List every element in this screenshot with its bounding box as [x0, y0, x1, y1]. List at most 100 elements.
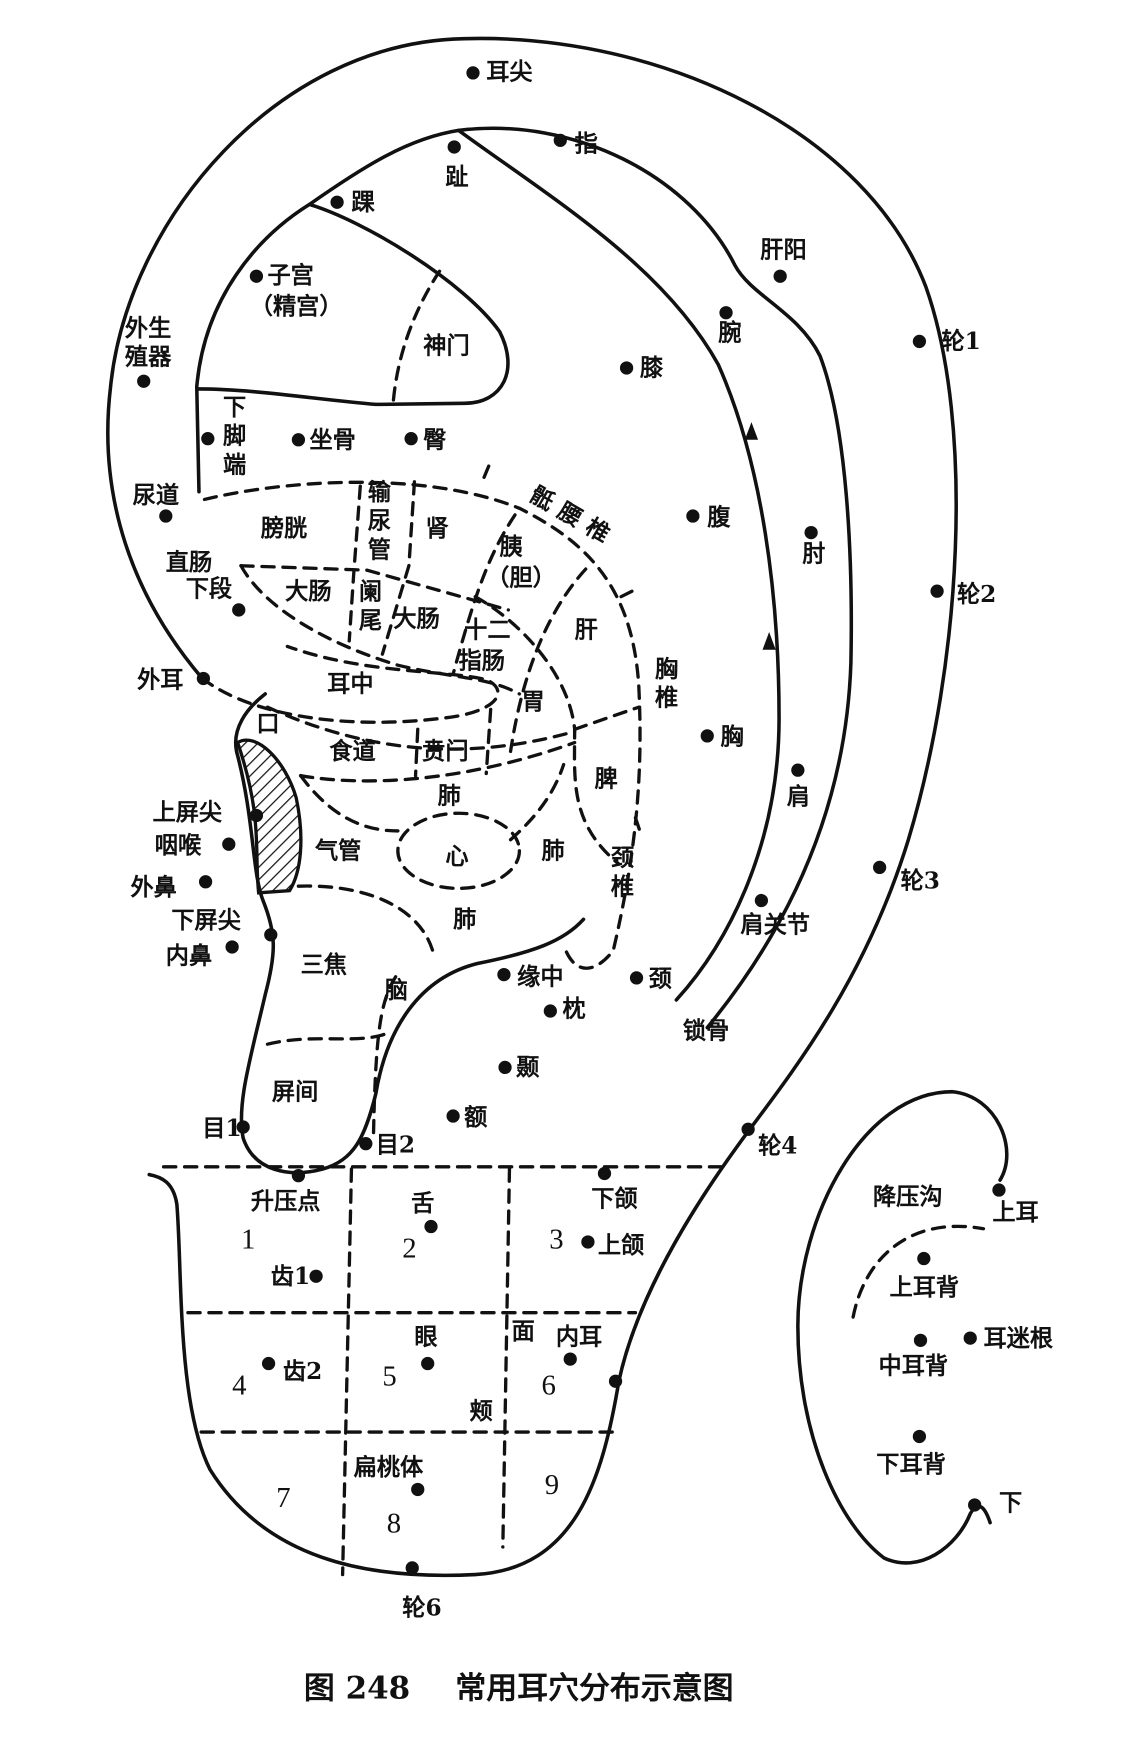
label-jinggong: （精宫）	[250, 293, 343, 320]
label-sanjiao: 三焦	[301, 951, 347, 978]
acupoint-dot-shengyadian	[291, 1169, 306, 1183]
label-niaodao: 尿道	[133, 482, 179, 509]
label-shanghe: 上颌	[598, 1232, 644, 1259]
label-zhongerbei: 中耳背	[879, 1352, 949, 1379]
acupoint-dot-zhou	[804, 525, 818, 540]
lobe-section-4: 4	[232, 1369, 246, 1401]
acupoint-dot-zuogu	[291, 433, 306, 447]
acupoint-dots	[137, 66, 1006, 1575]
label-shengyadian: 升压点	[251, 1188, 321, 1215]
label-neibi: 内鼻	[166, 943, 212, 970]
label-erzhong: 耳中	[327, 671, 373, 698]
label-fei3: 肺	[453, 906, 476, 933]
label-yan: 眼	[414, 1324, 438, 1351]
label-mu1: 目1	[202, 1115, 241, 1142]
label-zhichang: 直肠	[166, 549, 212, 576]
ear-back	[796, 1089, 1009, 1565]
label-xiapingjian: 下屏尖	[171, 907, 241, 934]
acupoint-dot-xiaerbei	[912, 1429, 927, 1444]
acupoint-dot	[608, 1374, 623, 1388]
arrow-up-icon	[762, 632, 776, 650]
label-lun2: 轮2	[957, 581, 996, 608]
label-chi2: 齿2	[283, 1358, 322, 1385]
label-shenmen: 神门	[423, 333, 469, 360]
label-zhi_toe: 趾	[445, 164, 468, 191]
label-shangpingjian: 上屏尖	[153, 799, 223, 826]
acupoint-dot-mu2	[359, 1137, 373, 1151]
label-wei: 胃	[522, 688, 545, 715]
label-mu2: 目2	[376, 1131, 415, 1158]
label-lun1: 轮1	[942, 328, 981, 355]
label-zigong: 子宫	[267, 262, 313, 289]
acupoint-dot-xia	[968, 1498, 982, 1512]
label-zhou: 肘	[802, 540, 825, 567]
label-zhen: 枕	[563, 996, 586, 1023]
acupoint-dot-jian	[791, 763, 805, 777]
acupoint-dot-xiong	[700, 729, 714, 743]
acupoint-dot-chi2	[261, 1356, 276, 1371]
label-waisheng: 外生	[125, 315, 171, 342]
figure-caption: 图 248 常用耳穴分布示意图	[304, 1670, 734, 1706]
label-lun3: 轮3	[901, 867, 940, 894]
label-shen: 肾	[425, 515, 449, 542]
acupoint-dot-e	[446, 1109, 460, 1123]
jiangya-groove	[851, 1224, 986, 1319]
acupoint-dot-neier	[563, 1352, 577, 1366]
label-jia: 颊	[470, 1398, 493, 1425]
label-zhi: 指	[575, 130, 598, 157]
label-pingjian: 屏间	[272, 1078, 318, 1105]
helix-outer-edge	[106, 36, 958, 1578]
acupoint-dot-niaodao	[159, 509, 173, 523]
label-xiong: 胸	[721, 724, 744, 751]
triangular-fossa	[197, 202, 510, 407]
label-dachang1: 大肠	[285, 578, 331, 605]
acupoint-dot-lun6	[405, 1561, 419, 1575]
label-fei1: 肺	[438, 782, 461, 809]
zone-boundaries	[200, 269, 643, 1135]
label-biantaoti: 扁桃体	[354, 1454, 424, 1481]
acupoint-dot-yuanzhong	[497, 967, 511, 982]
acupoint-dot-xiapingjian	[264, 928, 278, 942]
label-shangerbei: 上耳背	[890, 1274, 960, 1301]
acupoint-dot-xiaduan	[232, 603, 246, 617]
acupoint-dot-wan	[719, 306, 733, 320]
label-waier: 外耳	[137, 666, 183, 693]
label-shanger: 上耳	[992, 1199, 1038, 1226]
lobe-section-6: 6	[542, 1369, 556, 1401]
label-xi: 膝	[640, 355, 664, 382]
label-xin: 心	[445, 843, 468, 870]
label-jingzhui: 颈椎	[606, 845, 634, 902]
label-mian: 面	[512, 1318, 535, 1345]
acupoint-dot-shangpingjian	[249, 808, 264, 823]
lobe-section-3: 3	[549, 1224, 563, 1256]
acupoint-dot-lun2	[930, 584, 944, 598]
acupoint-dot-jing	[629, 971, 644, 985]
ear-outline	[106, 36, 958, 1578]
acupoint-dot-nie	[498, 1060, 512, 1075]
caption-title: 常用耳穴分布示意图	[455, 1670, 733, 1706]
label-pangguang: 膀胱	[261, 515, 307, 542]
acupoint-dot-zhen	[543, 1004, 557, 1018]
ear-back-outline	[796, 1089, 1009, 1565]
label-zhichang2: 指肠	[459, 648, 505, 675]
acupoint-dot-ganyang	[773, 269, 787, 283]
label-yi: 胰	[499, 534, 523, 561]
label-benmen: 贲门	[422, 738, 468, 765]
acupoint-dot-yanhou	[222, 837, 236, 851]
label-shier: 十二	[464, 617, 510, 644]
acupoint-dot-ermigen	[963, 1331, 977, 1345]
label-nao: 脑	[385, 977, 408, 1004]
acupoint-dot-mu1	[236, 1120, 250, 1134]
label-xiaduan: 下段	[186, 576, 233, 603]
label-jing: 颈	[649, 966, 672, 993]
tragus-hatched	[235, 738, 303, 895]
label-qiguan: 气管	[314, 838, 361, 865]
label-ganyang: 肝阳	[760, 236, 806, 263]
label-jian: 肩	[787, 783, 810, 810]
acupoint-dot-shanger	[992, 1183, 1006, 1197]
acupoint-dot-tun	[404, 432, 418, 446]
label-shidao: 食道	[329, 738, 375, 765]
label-xiajiaoduan: 下脚端	[219, 394, 247, 480]
